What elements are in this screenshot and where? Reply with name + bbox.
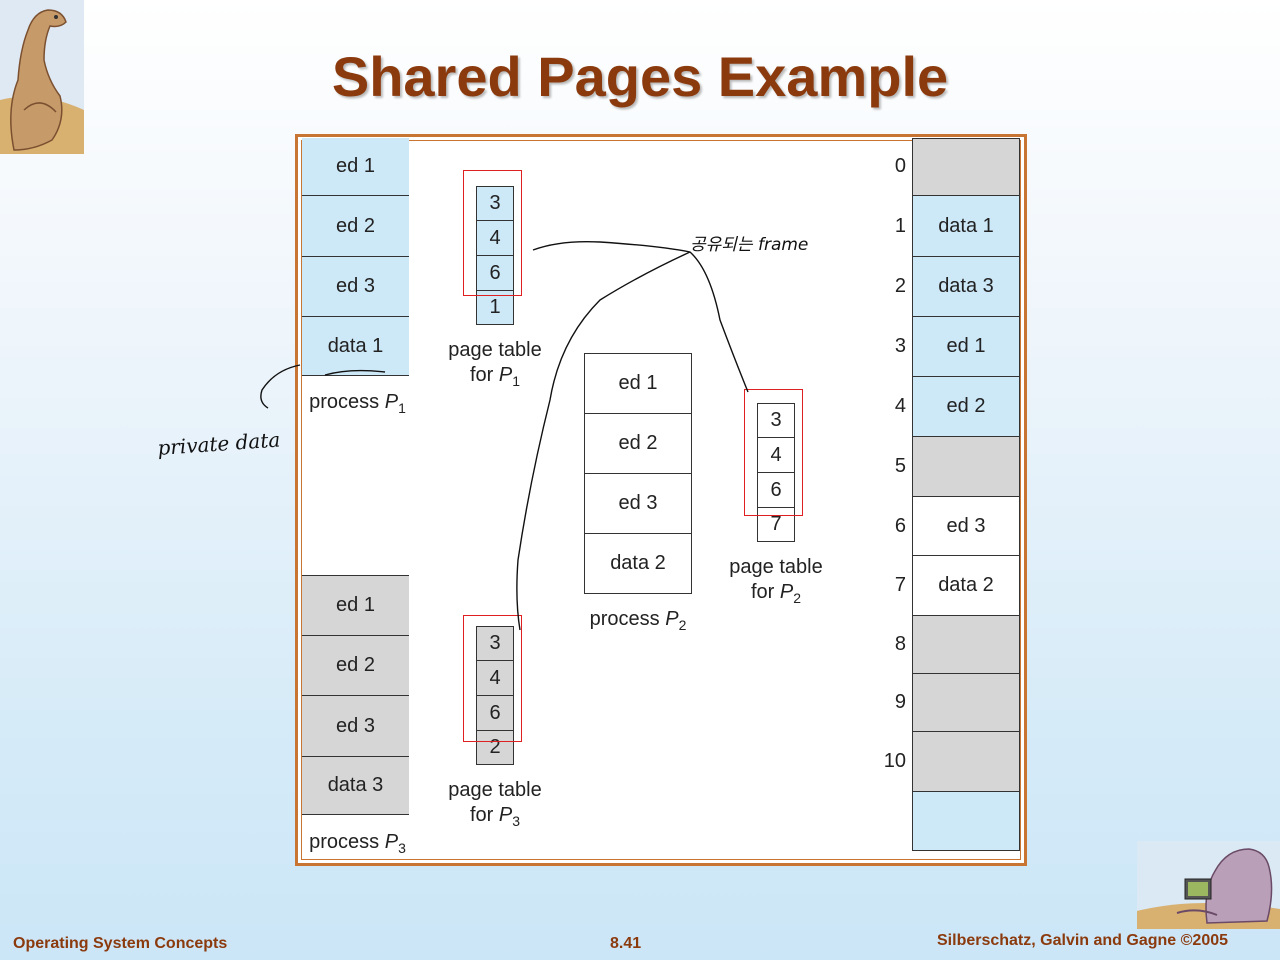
- p3-page-0: ed 1: [302, 575, 409, 636]
- memory-frame: [912, 138, 1020, 196]
- shared-frame-note: 공유되는 frame: [690, 235, 808, 255]
- pt-p3-entry: 2: [476, 731, 514, 765]
- private-data-note: private data: [157, 427, 281, 460]
- memory-frame: [912, 792, 1020, 851]
- shared-entries-highlight: [463, 170, 522, 296]
- dinosaur-logo-icon: [0, 0, 84, 154]
- slide-title: Shared Pages Example: [331, 45, 949, 108]
- pt-p3-entry: 4: [476, 661, 514, 696]
- footer-course: Operating System Concepts: [13, 935, 228, 952]
- footer-copyright: Silberschatz, Galvin and Gagne ©2005: [937, 932, 1229, 949]
- frame-number: 4: [894, 395, 906, 417]
- pt-p1-entry: 4: [476, 221, 514, 256]
- memory-frame: data 2: [912, 556, 1020, 616]
- p3-page-2: ed 3: [302, 696, 409, 757]
- memory-frame: data 3: [912, 257, 1020, 317]
- memory-frame: [912, 437, 1020, 497]
- frame-number: 3: [894, 335, 906, 357]
- frame-number: 9: [894, 691, 906, 713]
- p3-caption: process P3: [309, 831, 406, 856]
- memory-frame: data 1: [912, 196, 1020, 257]
- memory-frame: ed 1: [912, 317, 1020, 377]
- p1-page-3: data 1: [302, 317, 409, 376]
- p1-page-1: ed 2: [302, 196, 409, 257]
- p2-page-3: data 2: [584, 534, 692, 594]
- p3-page-1: ed 2: [302, 636, 409, 696]
- frame-number: 8: [894, 633, 906, 655]
- frame-number: 5: [894, 455, 906, 477]
- frame-number: 2: [894, 275, 906, 297]
- p3-page-3: data 3: [302, 757, 409, 815]
- p2-page-1: ed 2: [584, 414, 692, 474]
- pt-p3-entry: 3: [476, 626, 514, 661]
- frame-number: 6: [894, 514, 906, 537]
- pt-p2-entry: 3: [757, 403, 795, 438]
- pt-p2-entry: 7: [757, 508, 795, 542]
- pt-p1-entry: 6: [476, 256, 514, 291]
- frame-number: 7: [894, 574, 906, 596]
- memory-frame: [912, 674, 1020, 732]
- p1-page-2: ed 3: [302, 257, 409, 317]
- p1-page-0: ed 1: [302, 138, 409, 196]
- p2-page-0: ed 1: [584, 353, 692, 414]
- frame-number: 10: [883, 750, 906, 772]
- pt-p3-entry: 6: [476, 696, 514, 731]
- memory-frame: [912, 732, 1020, 792]
- p2-page-2: ed 3: [584, 474, 692, 534]
- footer-slide-number: 8.41: [610, 935, 642, 952]
- pt-p2-entry: 4: [757, 438, 795, 473]
- frame-number: 0: [894, 155, 906, 177]
- pt-p2-entry: 6: [757, 473, 795, 508]
- dinosaur-laptop-icon: [1137, 841, 1280, 929]
- memory-frame: ed 2: [912, 377, 1020, 437]
- p1-caption: process P1: [309, 391, 406, 416]
- pt-p1-entry: 1: [476, 291, 514, 325]
- memory-frame: ed 3: [912, 497, 1020, 556]
- shared-entries-highlight: [744, 389, 803, 516]
- pt-p1-entry: 3: [476, 186, 514, 221]
- memory-frame: [912, 616, 1020, 674]
- shared-entries-highlight: [463, 615, 522, 742]
- frame-number: 1: [894, 214, 906, 237]
- p2-caption: process P2: [589, 608, 687, 633]
